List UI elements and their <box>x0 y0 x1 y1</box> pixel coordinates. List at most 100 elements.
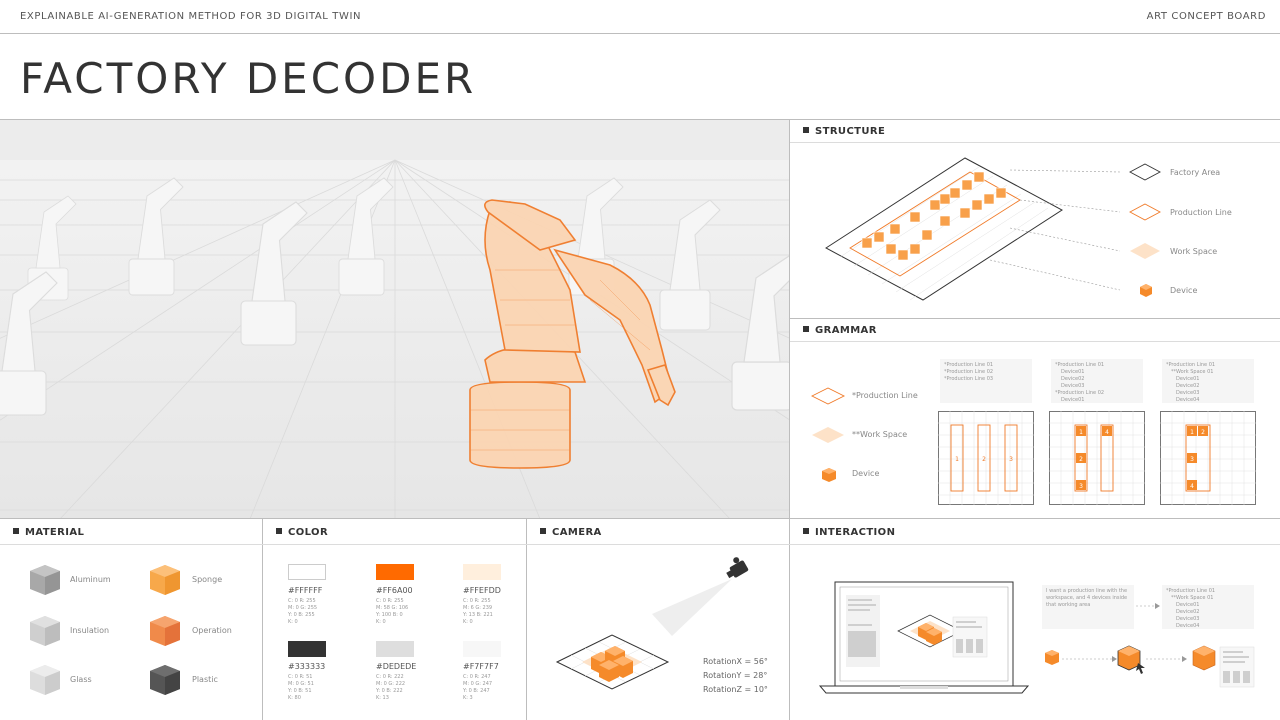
material-label-operation: Operation <box>192 626 232 635</box>
swatch-white <box>288 564 326 580</box>
hex-dark: #333333 <box>288 662 326 671</box>
svg-text:1: 1 <box>1190 429 1194 436</box>
section-marker-icon <box>540 528 546 534</box>
robot-arm-scene <box>0 120 789 518</box>
material-panel: MATERIAL Aluminum Sponge Insulation Oper… <box>0 519 263 720</box>
hex-white: #FFFFFF <box>288 586 323 595</box>
material-label-plastic: Plastic <box>192 675 218 684</box>
camera-diagram <box>555 557 749 690</box>
production-line-icon <box>1129 203 1161 221</box>
grammar-legend-production-line: *Production Line <box>852 391 918 400</box>
interaction-panel: INTERACTION I want a production line wit… <box>790 519 1280 720</box>
swatch-gray <box>376 641 414 657</box>
device-icon <box>1140 284 1152 297</box>
hex-gray: #DEDEDE <box>376 662 417 671</box>
svg-text:4: 4 <box>1190 483 1194 490</box>
interaction-diagram <box>818 581 1255 694</box>
camera-panel: CAMERA RotationX = 56° RotationY = 28° R… <box>527 519 790 720</box>
structure-diagram <box>825 157 1161 301</box>
svg-text:3: 3 <box>1190 456 1194 463</box>
hero-render <box>0 120 790 519</box>
swatch-light <box>463 641 501 657</box>
material-title: MATERIAL <box>13 527 84 538</box>
title-bar: FACTORY DECODER <box>0 34 1280 120</box>
svg-text:3: 3 <box>1009 456 1013 463</box>
sponge-cube-icon <box>150 565 180 595</box>
structure-panel: STRUCTURE F <box>790 120 1280 319</box>
device-selected-icon <box>1117 645 1141 671</box>
legend-device: Device <box>1170 286 1198 295</box>
section-marker-icon <box>803 326 809 332</box>
legend-production-line: Production Line <box>1170 208 1232 217</box>
work-space-icon <box>1130 243 1160 259</box>
device-small-icon <box>1045 650 1059 665</box>
material-swatches <box>30 565 180 695</box>
legend-work-space: Work Space <box>1170 247 1218 256</box>
divider <box>790 544 1280 545</box>
swatch-cream <box>463 564 501 580</box>
material-label-aluminum: Aluminum <box>70 575 111 584</box>
plastic-cube-icon <box>150 665 180 695</box>
page-title: FACTORY DECODER <box>20 54 477 103</box>
svg-text:4: 4 <box>1105 429 1109 436</box>
hex-orange: #FF6A00 <box>376 586 413 595</box>
insulation-cube-icon <box>30 616 60 646</box>
section-marker-icon <box>803 528 809 534</box>
board-label: ART CONCEPT BOARD <box>1146 11 1266 22</box>
grammar-panel: GRAMMAR *Production Line **Work Space De… <box>790 319 1280 519</box>
divider <box>790 341 1280 342</box>
swatch-dark <box>288 641 326 657</box>
divider <box>527 544 790 545</box>
section-marker-icon <box>276 528 282 534</box>
camera-icon <box>726 557 749 579</box>
section-marker-icon <box>803 127 809 133</box>
grammar-title: GRAMMAR <box>803 325 877 336</box>
legend-factory-area: Factory Area <box>1170 168 1221 177</box>
grammar-grid-2: 1 4 2 3 <box>1049 411 1145 505</box>
robot-arm-wireframe <box>469 199 676 469</box>
structure-title: STRUCTURE <box>803 126 885 137</box>
grammar-grid-1: 1 2 3 <box>938 411 1034 505</box>
material-label-sponge: Sponge <box>192 575 223 584</box>
top-bar: EXPLAINABLE AI-GENERATION METHOD FOR 3D … <box>0 0 1280 34</box>
aluminum-cube-icon <box>30 565 60 595</box>
material-label-glass: Glass <box>70 675 92 684</box>
grammar-legend-icons <box>810 387 846 482</box>
glass-cube-icon <box>30 665 60 695</box>
project-subtitle: EXPLAINABLE AI-GENERATION METHOD FOR 3D … <box>20 11 362 22</box>
swatch-orange <box>376 564 414 580</box>
section-marker-icon <box>13 528 19 534</box>
interaction-title: INTERACTION <box>803 527 895 538</box>
factory-area-icon <box>1129 163 1161 181</box>
svg-text:2: 2 <box>1201 429 1205 436</box>
rotation-z-readout: RotationZ = 10° <box>703 685 768 694</box>
grammar-grid-3: 1 2 3 4 <box>1160 411 1256 505</box>
device-result-icon <box>1192 645 1216 671</box>
operation-cube-icon <box>150 616 180 646</box>
cursor-icon <box>1136 663 1145 674</box>
divider <box>263 544 527 545</box>
svg-text:1: 1 <box>1079 429 1083 436</box>
hex-light: #F7F7F7 <box>463 662 499 671</box>
svg-text:1: 1 <box>955 456 959 463</box>
color-title: COLOR <box>276 527 328 538</box>
hex-cream: #FFEFDD <box>463 586 501 595</box>
grammar-legend-work-space: **Work Space <box>852 430 908 439</box>
rotation-x-readout: RotationX = 56° <box>703 657 768 666</box>
svg-text:2: 2 <box>1079 456 1083 463</box>
material-label-insulation: Insulation <box>70 626 110 635</box>
rotation-y-readout: RotationY = 28° <box>703 671 768 680</box>
divider <box>790 142 1280 143</box>
camera-title: CAMERA <box>540 527 602 538</box>
code-block-1: *Production Line 01*Production Line 02*P… <box>940 359 1032 403</box>
divider <box>0 544 263 545</box>
